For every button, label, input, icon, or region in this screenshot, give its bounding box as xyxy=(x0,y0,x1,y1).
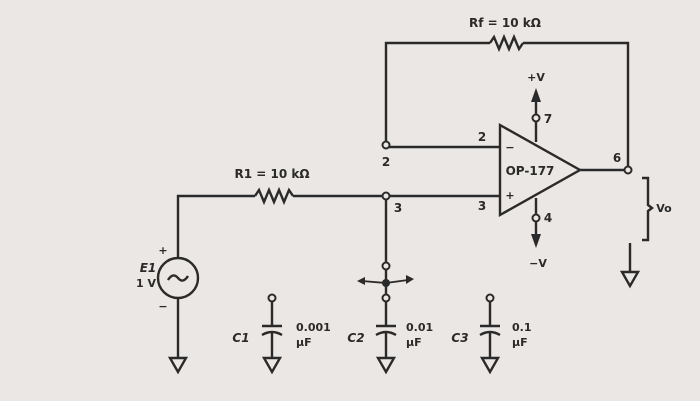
node-2-label: 2 xyxy=(382,155,390,169)
source-ground-icon xyxy=(167,356,189,375)
output-label: Vo xyxy=(656,202,672,215)
node-3 xyxy=(381,191,391,201)
source-name: E1 xyxy=(140,261,157,275)
feedback-resistor-label: Rf = 10 kΩ xyxy=(469,16,541,30)
switch-node-bottom xyxy=(381,293,391,303)
pin-3-label: 3 xyxy=(478,199,486,213)
opamp-label: OP-177 xyxy=(506,164,555,178)
vplus-label: +V xyxy=(527,71,545,84)
opamp-triangle xyxy=(498,122,583,218)
capacitor-c1 xyxy=(261,293,283,375)
pin-2-label: 2 xyxy=(478,130,486,144)
vminus-label: −V xyxy=(529,257,547,270)
capacitor-c2 xyxy=(375,302,397,375)
node-2 xyxy=(381,140,391,150)
capacitor-c3 xyxy=(479,293,501,375)
output-ground-icon xyxy=(619,270,641,289)
input-wire xyxy=(176,194,255,258)
input-resistor xyxy=(254,186,294,206)
pin-6-label: 6 xyxy=(613,151,621,165)
source-value: 1 V xyxy=(136,277,156,290)
c2-name: C2 xyxy=(347,331,364,345)
pin-4-node xyxy=(531,213,541,223)
switch-node-top xyxy=(381,261,391,271)
feedback-path xyxy=(384,33,630,166)
source-plus: + xyxy=(158,244,167,257)
vminus-arrow-icon xyxy=(531,234,541,248)
pin-6-node xyxy=(623,165,633,175)
vplus-arrow-icon xyxy=(531,88,541,102)
source-minus: − xyxy=(158,300,167,313)
pin-7-node xyxy=(531,113,541,123)
input-resistor-label: R1 = 10 kΩ xyxy=(234,167,309,181)
c1-name: C1 xyxy=(232,331,249,345)
output-bracket xyxy=(642,176,654,242)
switch-left-arrow-icon xyxy=(357,277,365,285)
c1-value: 0.001 xyxy=(296,321,331,334)
c1-unit: µF xyxy=(296,336,312,349)
pin-4-label: 4 xyxy=(544,211,552,225)
node-3-label: 3 xyxy=(394,201,402,215)
c2-value: 0.01 xyxy=(406,321,433,334)
inv-sign: − xyxy=(505,141,514,154)
switch-right-arrow-icon xyxy=(406,275,414,284)
c3-unit: µF xyxy=(512,336,528,349)
c3-name: C3 xyxy=(451,331,468,345)
c3-value: 0.1 xyxy=(512,321,532,334)
pin-7-label: 7 xyxy=(544,112,552,126)
c2-unit: µF xyxy=(406,336,422,349)
noninv-sign: + xyxy=(505,189,514,202)
